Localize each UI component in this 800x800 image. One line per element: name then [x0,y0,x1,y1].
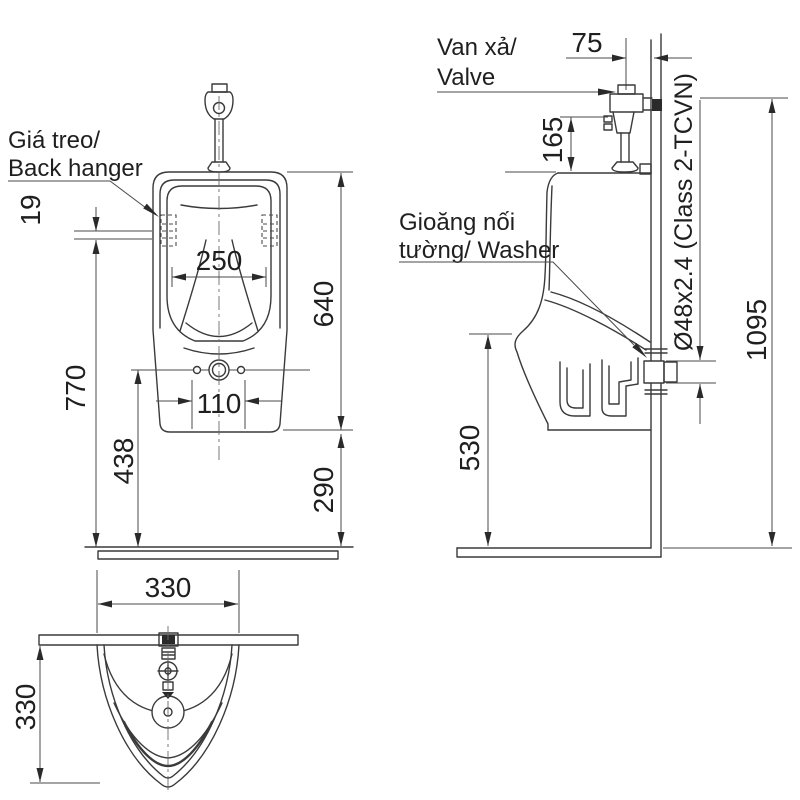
outlet-spigot [643,348,678,395]
dim-lower-depth: 530 [454,425,485,472]
side-view [456,33,792,558]
callout-washer: Gioăng nối tường/ Washer [399,209,647,358]
dim-mount-height: 770 [60,365,91,412]
dim-rim-height: 640 [308,281,339,328]
dim-bottom-height: 290 [308,467,339,514]
front-dimensions: 19 770 438 250 110 640 290 [15,171,353,547]
front-arrowheads [92,173,345,547]
side-hanger [639,163,652,175]
hanger-bracket-left [160,214,177,247]
plan-rim-arc3 [122,720,214,768]
callout-valve: Van xả/ Valve [437,34,616,96]
callout-back-hanger: Giá treo/ Back hanger [8,127,159,217]
back-hanger-label-line1: Giá treo/ [8,127,100,154]
valve-leader-arrow [598,88,616,96]
front-view [84,83,354,560]
hanger-bracket-right [261,214,278,247]
side-interior-section [544,185,651,417]
bowl-opening [166,185,272,342]
dim-drain-height: 438 [108,438,139,485]
washer-label-line1: Gioăng nối [399,209,515,236]
back-hanger-leader-arrow [143,203,159,217]
dim-valve-height: 165 [537,117,568,164]
dim-hanger-offset: 19 [15,194,46,225]
dim-bolt-spacing: 110 [197,388,242,419]
dim-opening-width: 250 [196,245,243,276]
valve-label-line2: Valve [437,64,495,91]
dim-pipe-spec: Ø48x2.4 (Class 2-TCVN) [670,73,698,351]
washer-label-line2: tường/ Washer [399,237,559,264]
back-hanger-leader-line [8,180,151,212]
front-floor [84,546,354,560]
drain-assembly [131,359,310,381]
bowl-floor-arc [185,322,253,338]
dim-total-height: 1095 [741,299,772,361]
washer-leader-line [399,261,635,346]
flush-valve-side [603,38,662,173]
side-dimensions: 75 165 530 Ø48x2.4 (Class 2-TCVN) 1095 [454,27,788,546]
dim-valve-wall-offset: 75 [571,27,602,58]
dim-plan-width: 330 [145,572,192,603]
valve-label-line1: Van xả/ [437,34,517,61]
side-front-face [514,172,559,431]
wall-section [650,33,662,558]
bowl-curve-left [179,239,207,332]
plan-view [38,626,299,790]
side-arrowheads [484,54,776,546]
plan-arrowheads [36,600,238,782]
urinal-body-outline [152,171,288,433]
plan-dimensions: 330 330 [10,570,240,784]
urinal-inner-rim [159,179,281,329]
dim-plan-depth: 330 [10,684,41,731]
washer-leader-arrow [632,343,647,358]
side-floor [456,547,792,558]
back-hanger-label-line2: Back hanger [8,155,143,182]
bowl-curve-right [231,239,259,332]
